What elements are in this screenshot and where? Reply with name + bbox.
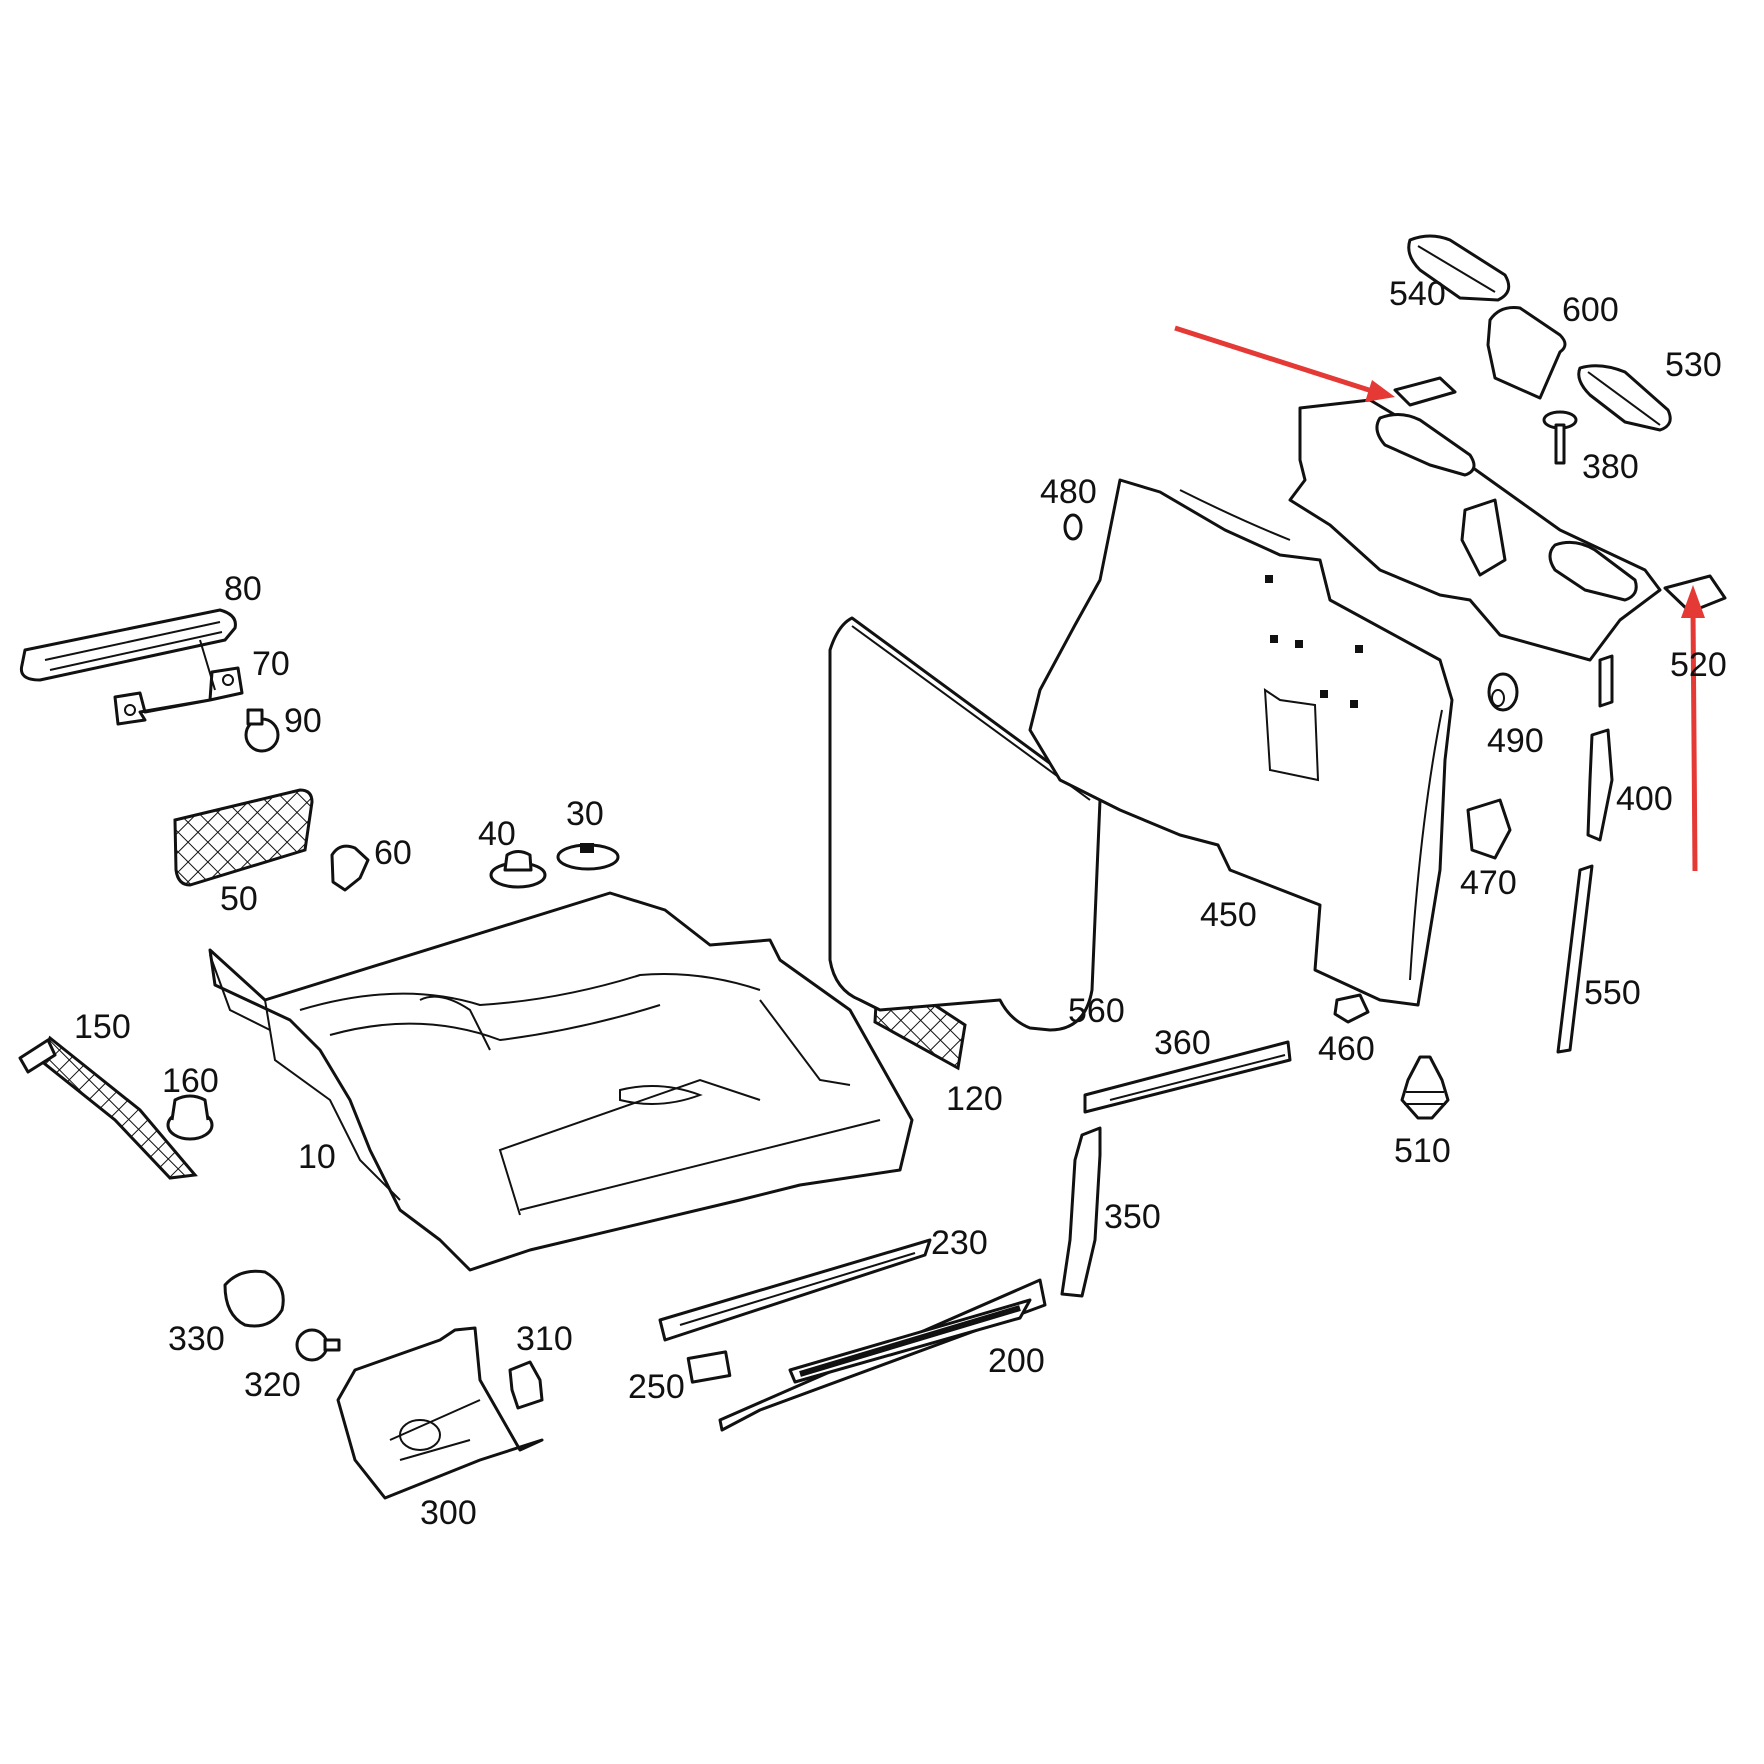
label-60: 60: [374, 834, 412, 872]
label-600: 600: [1562, 291, 1619, 329]
label-120: 120: [946, 1080, 1003, 1118]
part-560-panel: [828, 616, 1102, 1032]
part-550-strip: [1556, 864, 1594, 1054]
part-160-nut: [166, 1094, 214, 1141]
part-200-sill-plate: [718, 1278, 1047, 1432]
part-90-screw: [244, 708, 280, 753]
part-470-bracket: [1466, 798, 1512, 860]
label-540: 540: [1389, 275, 1446, 313]
label-560: 560: [1068, 992, 1125, 1030]
part-380-screw: [1542, 410, 1578, 465]
label-250: 250: [628, 1368, 685, 1406]
label-310: 310: [516, 1320, 573, 1358]
part-540-grille: [1407, 234, 1511, 302]
part-70-bracket: [113, 639, 244, 726]
part-490-grommet: [1487, 672, 1519, 712]
label-450: 450: [1200, 896, 1257, 934]
label-10: 10: [298, 1138, 336, 1176]
label-320: 320: [244, 1366, 301, 1404]
part-250-clip: [686, 1350, 732, 1384]
part-300-trim: [336, 1326, 544, 1500]
part-80-handle: [19, 608, 237, 682]
part-30-plug: [556, 843, 620, 871]
part-highlighted-pad: [1393, 376, 1457, 407]
part-40-grommet: [489, 850, 547, 889]
label-30: 30: [566, 795, 604, 833]
label-160: 160: [162, 1062, 219, 1100]
label-50: 50: [220, 880, 258, 918]
label-380: 380: [1582, 448, 1639, 486]
label-550: 550: [1584, 974, 1641, 1012]
label-80: 80: [224, 570, 262, 608]
part-150-net-frame: [18, 1035, 198, 1180]
label-40: 40: [478, 815, 516, 853]
label-460: 460: [1318, 1030, 1375, 1068]
parcel-shelf: [1288, 398, 1662, 662]
label-520: 520: [1670, 646, 1727, 684]
part-310-clip: [508, 1360, 544, 1410]
part-10-floor-carpet: [208, 891, 914, 1272]
part-510-push-rivet: [1400, 1055, 1450, 1120]
part-530-grille: [1577, 364, 1672, 432]
highlight-arrow-2: [1681, 585, 1705, 872]
label-470: 470: [1460, 864, 1517, 902]
label-200: 200: [988, 1342, 1045, 1380]
part-50-grille: [173, 788, 314, 887]
part-60-clip: [330, 844, 370, 892]
label-490: 490: [1487, 722, 1544, 760]
part-230-sill-strip: [658, 1238, 932, 1342]
label-400: 400: [1616, 780, 1673, 818]
label-90: 90: [284, 702, 322, 740]
label-300: 300: [420, 1494, 477, 1532]
label-230: 230: [931, 1224, 988, 1262]
label-530: 530: [1665, 346, 1722, 384]
label-70: 70: [252, 645, 290, 683]
label-350: 350: [1104, 1198, 1161, 1236]
part-330-cover: [223, 1269, 285, 1328]
highlight-arrow-1: [1174, 325, 1395, 402]
part-320-screw: [295, 1328, 341, 1362]
part-600-cover: [1486, 306, 1567, 400]
label-360: 360: [1154, 1024, 1211, 1062]
part-460-clip: [1333, 993, 1370, 1024]
part-400-trim: [1586, 654, 1614, 842]
label-330: 330: [168, 1320, 225, 1358]
label-480: 480: [1040, 473, 1097, 511]
part-480-clip: [1063, 513, 1083, 541]
part-360-rail: [1083, 1040, 1292, 1114]
part-350-pillar-trim: [1060, 1126, 1102, 1298]
label-150: 150: [74, 1008, 131, 1046]
label-510: 510: [1394, 1132, 1451, 1170]
part-450-seat-back-panel: [1028, 478, 1454, 1007]
